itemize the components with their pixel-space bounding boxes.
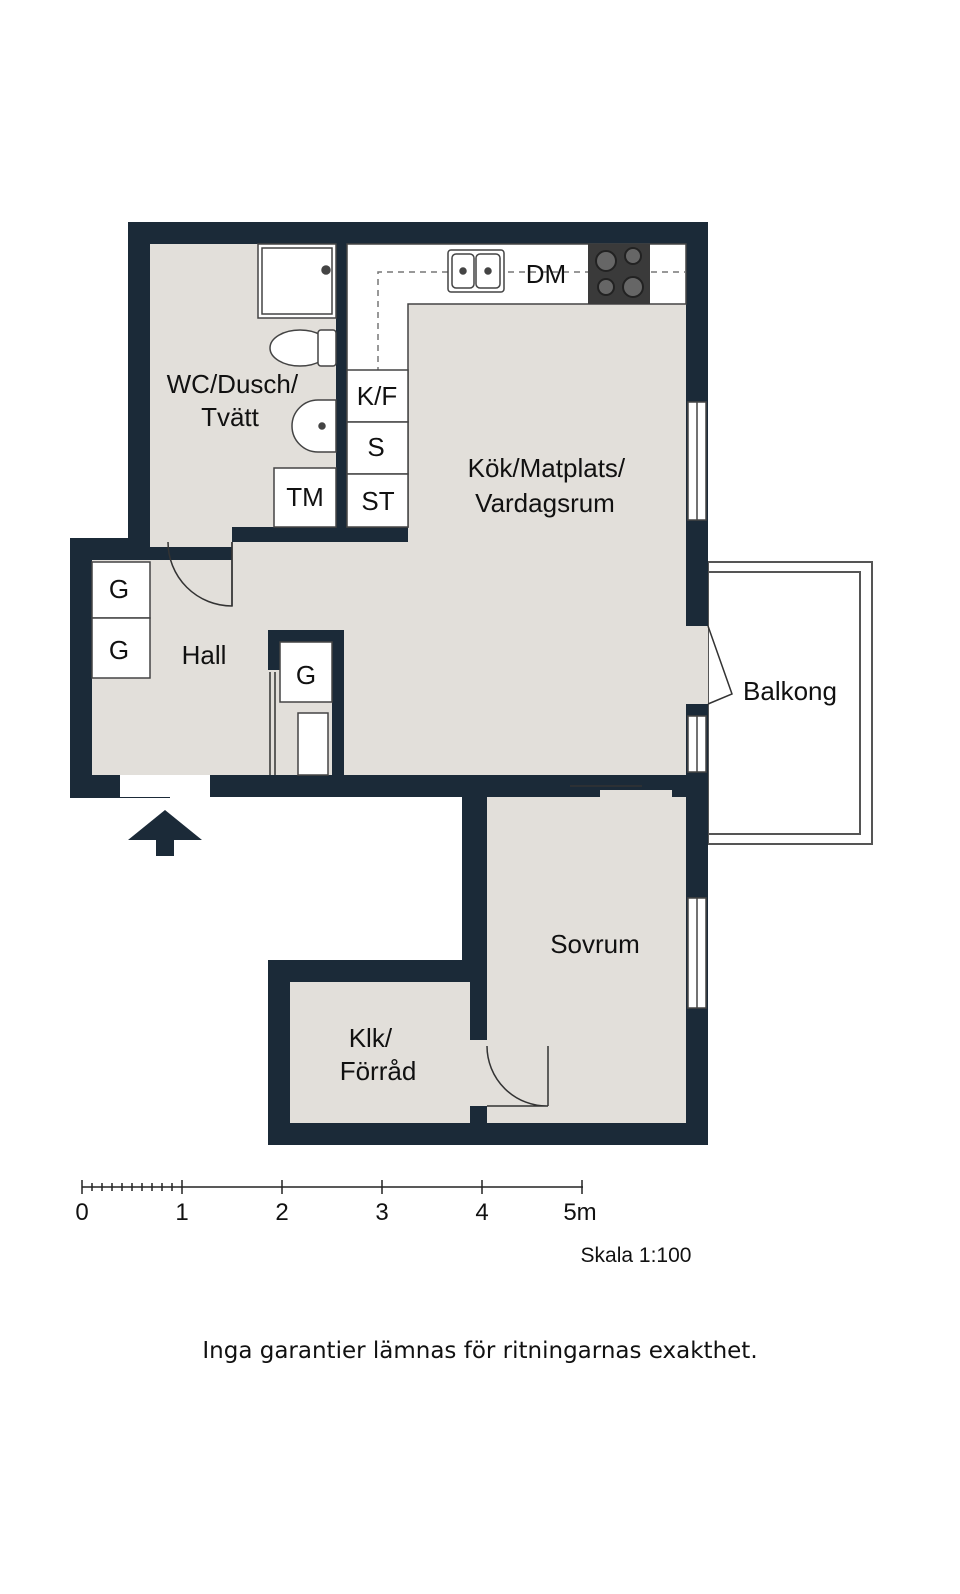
wc-label: WC/Dusch/ Tvätt [167, 369, 306, 432]
dm-label: DM [526, 259, 566, 289]
entrance-opening [120, 775, 210, 797]
stove-icon [588, 244, 650, 304]
counter-edge-dashed [377, 271, 686, 527]
scale-tick-label: 0 [75, 1199, 88, 1226]
tm-label: TM [286, 482, 324, 512]
interior-walls [128, 244, 708, 1145]
shower-icon [257, 243, 337, 319]
g1-label: G [109, 574, 129, 604]
windows [687, 401, 707, 1009]
scale-label: Skala 1:100 [581, 1244, 692, 1267]
sink-icon [447, 249, 505, 293]
scale-bar [81, 1180, 583, 1194]
g3-label: G [296, 660, 316, 690]
closet-label: Klk/ Förråd [340, 1023, 417, 1086]
bedroom-label: Sovrum [550, 929, 640, 959]
toilet-icon [269, 329, 337, 367]
kitchen-label: Kök/Matplats/ Vardagsrum [468, 453, 633, 518]
g2-label: G [109, 635, 129, 665]
st-label: ST [361, 486, 394, 516]
entrance-arrow-icon [128, 810, 202, 856]
balcony-label: Balkong [743, 676, 837, 706]
balcony-door [686, 625, 733, 705]
disclaimer-text: Inga garantier lämnas för ritningarnas e… [202, 1338, 758, 1364]
balcony [707, 561, 873, 845]
scale-tick-label: 5m [563, 1199, 596, 1226]
s-label: S [367, 432, 384, 462]
doors [167, 541, 642, 1107]
scale-tick-label: 1 [175, 1199, 188, 1226]
hall-label: Hall [182, 640, 227, 670]
washbasin-icon [291, 399, 337, 453]
kf-label: K/F [357, 381, 397, 411]
scale-tick-label: 3 [375, 1199, 388, 1226]
fixture-boxes [91, 369, 409, 776]
scale-tick-label: 2 [275, 1199, 288, 1226]
scale-tick-label: 4 [475, 1199, 488, 1226]
